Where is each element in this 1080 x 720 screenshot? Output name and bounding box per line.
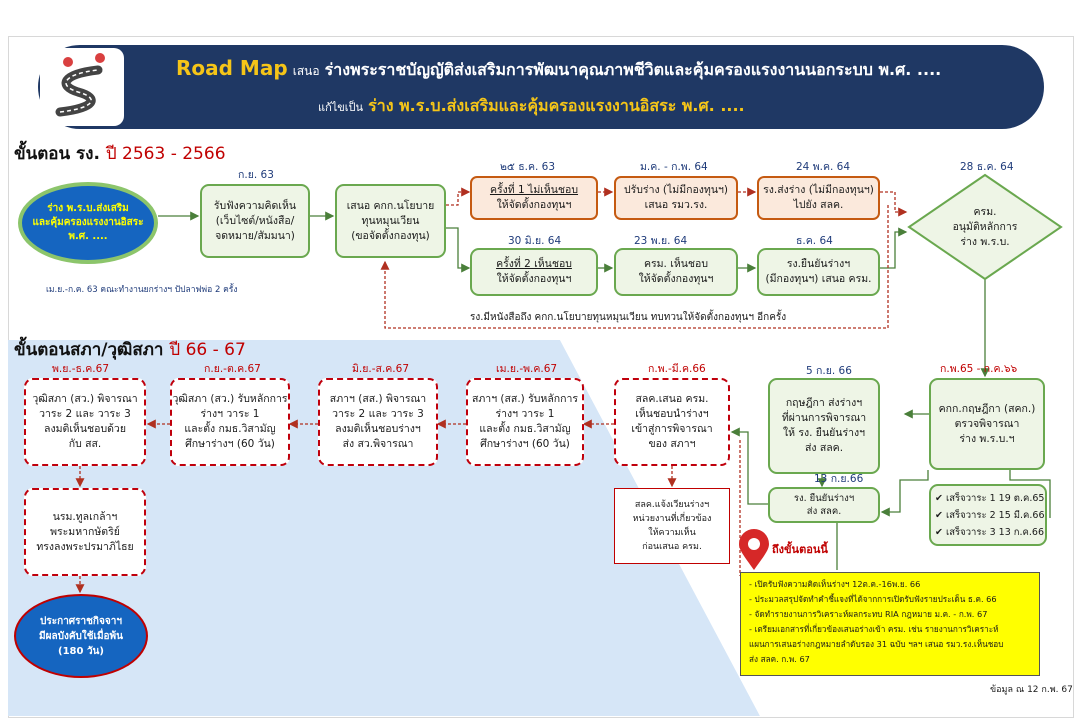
start-draft-ellipse: ร่าง พ.ร.บ.ส่งเสริม และคุ้มครองแรงงานอิส… bbox=[18, 182, 158, 264]
location-pin-icon bbox=[739, 529, 769, 570]
senate1-date: ก.ย.-ต.ค.67 bbox=[204, 363, 261, 375]
header-line2: แก้ไขเป็น ร่าง พ.ร.บ.ส่งเสริมและคุ้มครอง… bbox=[318, 94, 745, 119]
stage2-title: ขั้นตอนสภา/วุฒิสภา ปี 66 - 67 bbox=[14, 340, 246, 360]
header-title2: ร่าง พ.ร.บ.ส่งเสริมและคุ้มครองแรงงานอิสร… bbox=[368, 96, 745, 115]
revise-draft-box: ปรับร่าง (ไม่มีกองทุนฯ) เสนอ รมว.รง. bbox=[614, 176, 738, 220]
start-note: เม.ย.-ก.ค. 63 คณะทำงานยกร่างฯ ปัปลาฟพ่อ … bbox=[46, 285, 238, 295]
review-checklist: ✔ เสร็จวาระ 1 19 ต.ค.65 ✔ เสร็จวาระ 2 15… bbox=[929, 484, 1047, 546]
senate2-date: พ.ย.-ธ.ค.67 bbox=[52, 363, 110, 375]
slk-circulate-note: สลค.แจ้งเวียนร่างฯ หน่วยงานที่เกี่ยวข้อง… bbox=[614, 488, 730, 564]
return-note: รง.มีหนังสือถึง คกก.นโยบายทุนหมุนเวียน ท… bbox=[470, 312, 787, 323]
send-draft-box: รง.ส่งร่าง (ไม่มีกองทุนฯ) ไปยัง สลค. bbox=[757, 176, 880, 220]
current-item: - เปิดรับฟังความคิดเห็นร่างฯ 12ต.ค.-16พ.… bbox=[749, 579, 921, 589]
cabinet-approval-box: ครม. อนุมัติหลักการ ร่าง พ.ร.บ. bbox=[952, 205, 1018, 248]
current-item: - จัดทำรายงานการวิเคราะห์ผลกระทบ RIA กฎห… bbox=[749, 609, 988, 619]
confirm-send-box: รง. ยืนยันร่างฯ ส่ง สลค. bbox=[768, 487, 880, 523]
orange-date-2: ม.ค. - ก.พ. 64 bbox=[640, 161, 708, 173]
orange-date-3: 24 พ.ค. 64 bbox=[796, 161, 851, 173]
current-step-label: ถึงขั้นตอนนี้ bbox=[772, 543, 828, 556]
confirm-draft-box: รง.ยืนยันร่างฯ (มีกองทุนฯ) เสนอ ครม. bbox=[757, 248, 880, 296]
gazette-ellipse: ประกาศราชกิจจาฯ มีผลบังคับใช้เมื่อพ้น (1… bbox=[14, 594, 148, 678]
round1-reject-box: ครั้งที่ 1 ไม่เห็นชอบ ให้จัดตั้งกองทุนฯ bbox=[470, 176, 598, 220]
source-note: ข้อมูล ณ 12 ก.พ. 67 bbox=[990, 685, 1073, 695]
logo bbox=[40, 48, 124, 126]
house1-date: เม.ย.-พ.ค.67 bbox=[496, 363, 558, 375]
current-step-box: - เปิดรับฟังความคิดเห็นร่างฯ 12ต.ค.-16พ.… bbox=[740, 572, 1040, 676]
royal-assent-box: นรม.ทูลเกล้าฯ พระมหากษัตริย์ ทรงลงพระปรม… bbox=[24, 488, 146, 576]
current-item: - เตรียมเอกสารที่เกี่ยวข้องเสนอร่างเข้า … bbox=[749, 624, 999, 634]
cabinet-fund-approve-box: ครม. เห็นชอบ ให้จัดตั้งกองทุนฯ bbox=[614, 248, 738, 296]
winding-road-icon bbox=[55, 53, 105, 117]
council-date: ก.พ.65 - ก.ค.๖๖ bbox=[940, 363, 1018, 375]
header-prefix2: แก้ไขเป็น bbox=[318, 101, 364, 114]
header-line1: Road Map เสนอ ร่างพระราชบัญญัติส่งเสริมก… bbox=[176, 56, 941, 83]
public-hearing-box: รับฟังความคิดเห็น (เว็บไซต์/หนังสือ/ จดห… bbox=[200, 184, 310, 258]
header-banner bbox=[38, 45, 1044, 129]
hearing-date: ก.ย. 63 bbox=[238, 169, 274, 181]
checklist-item: ✔ เสร็จวาระ 3 13 ก.ค.66 bbox=[935, 526, 1045, 538]
slk-date: ก.พ.-มี.ค.66 bbox=[648, 363, 706, 375]
green-date-3: ธ.ค. 64 bbox=[796, 235, 833, 247]
policy-committee-box: เสนอ คกก.นโยบาย ทุนหมุนเวียน (ขอจัดตั้งก… bbox=[335, 184, 446, 258]
cabinet-diamond-shape bbox=[907, 173, 1063, 281]
confirm-date: 13 ก.ย.66 bbox=[814, 473, 864, 485]
slk-propose-box: สลค.เสนอ ครม. เห็นชอบนำร่างฯ เข้าสู่การพ… bbox=[614, 378, 730, 466]
green-date-2: 23 พ.ย. 64 bbox=[634, 235, 688, 247]
brand-text: Road Map bbox=[176, 56, 288, 80]
house-reading23-box: สภาฯ (สส.) พิจารณา วาระ 2 และ วาระ 3 ลงม… bbox=[318, 378, 438, 466]
round2-approve-box: ครั้งที่ 2 เห็นชอบ ให้จัดตั้งกองทุนฯ bbox=[470, 248, 598, 296]
header-prefix1: เสนอ bbox=[292, 64, 320, 78]
current-item: แผนการเสนอร่างกฎหมายลำดับรอง 31 ฉบับ ฯลฯ… bbox=[749, 639, 1004, 649]
header-title1: ร่างพระราชบัญญัติส่งเสริมการพัฒนาคุณภาพช… bbox=[324, 60, 942, 79]
stage1-title: ขั้นตอน รง. ปี 2563 - 2566 bbox=[14, 144, 226, 164]
checklist-item: ✔ เสร็จวาระ 2 15 มี.ค.66 bbox=[935, 509, 1045, 521]
green-date-1: 30 มิ.ย. 64 bbox=[508, 235, 562, 247]
house-reading1-box: สภาฯ (สส.) รับหลักการ ร่างฯ วาระ 1 และตั… bbox=[466, 378, 584, 466]
senate-reading1-box: วุฒิสภา (สว.) รับหลักการ ร่างฯ วาระ 1 แล… bbox=[170, 378, 290, 466]
senate-reading23-box: วุฒิสภา (สว.) พิจารณา วาระ 2 และ วาระ 3 … bbox=[24, 378, 146, 466]
current-item: - ประมวลสรุปจัดทำคำชี้แจงที่ได้จากการเปิ… bbox=[749, 594, 997, 604]
council-review-box: คกก.กฤษฎีกา (สคก.) ตรวจพิจารณา ร่าง พ.ร.… bbox=[929, 378, 1045, 470]
cabinet-date: 28 ธ.ค. 64 bbox=[960, 161, 1014, 173]
house2-date: มิ.ย.-ส.ค.67 bbox=[352, 363, 410, 375]
checklist-item: ✔ เสร็จวาระ 1 19 ต.ค.65 bbox=[935, 492, 1045, 504]
krisdika-date: 5 ก.ย. 66 bbox=[806, 365, 852, 377]
current-item: ส่ง สลค. ก.พ. 67 bbox=[749, 654, 810, 664]
orange-date-1: ๒๕ ธ.ค. 63 bbox=[500, 161, 556, 173]
krisdika-send-box: กฤษฎีกา ส่งร่างฯ ที่ผ่านการพิจารณา ให้ ร… bbox=[768, 378, 880, 474]
